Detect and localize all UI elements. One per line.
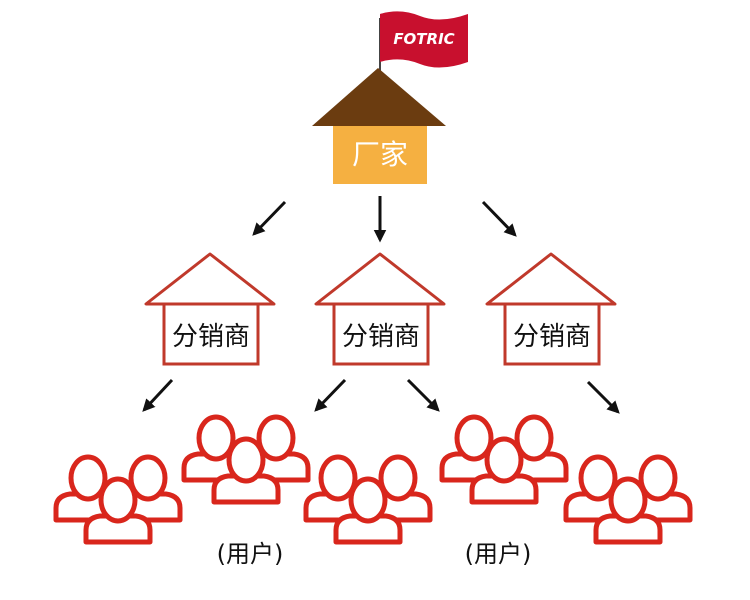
arrow-icon [586, 380, 620, 414]
arrow-icon [314, 378, 347, 412]
manufacturer-house: 厂家 [312, 68, 446, 184]
distributor-label: 分销商 [172, 322, 250, 352]
manufacturer-box [333, 126, 427, 184]
distributor-house-3: 分销商 [485, 252, 617, 366]
arrow-icon [142, 378, 174, 412]
manufacturer-roof [312, 68, 446, 126]
distributor-label: 分销商 [342, 322, 420, 352]
distributor-box [162, 302, 260, 366]
user-group-icon [566, 457, 690, 542]
arrows-level-2 [142, 378, 620, 414]
distributor-roof [485, 252, 617, 306]
distributor-house-1: 分销商 [144, 252, 276, 366]
manufacturer-label: 厂家 [352, 138, 408, 171]
user-group-icon [184, 417, 308, 502]
distributor-roof [144, 252, 276, 306]
arrows-level-1 [252, 196, 517, 243]
distributor-roof [314, 252, 446, 306]
user-group-icon [442, 417, 566, 502]
flag-icon [380, 11, 468, 68]
user-label: (用户) [465, 540, 532, 568]
distributor-box [332, 302, 430, 366]
arrow-icon [481, 200, 517, 237]
user-group-icon [56, 457, 180, 542]
user-label: (用户) [217, 540, 284, 568]
arrow-icon [252, 200, 287, 236]
flag-logo: FOTRIC [379, 11, 468, 82]
distributor-label: 分销商 [513, 322, 591, 352]
arrow-icon [406, 378, 440, 412]
distributor-box [503, 302, 601, 366]
distributor-house-2: 分销商 [314, 252, 446, 366]
logo-text: FOTRIC [393, 30, 454, 48]
user-group-icon [306, 457, 430, 542]
